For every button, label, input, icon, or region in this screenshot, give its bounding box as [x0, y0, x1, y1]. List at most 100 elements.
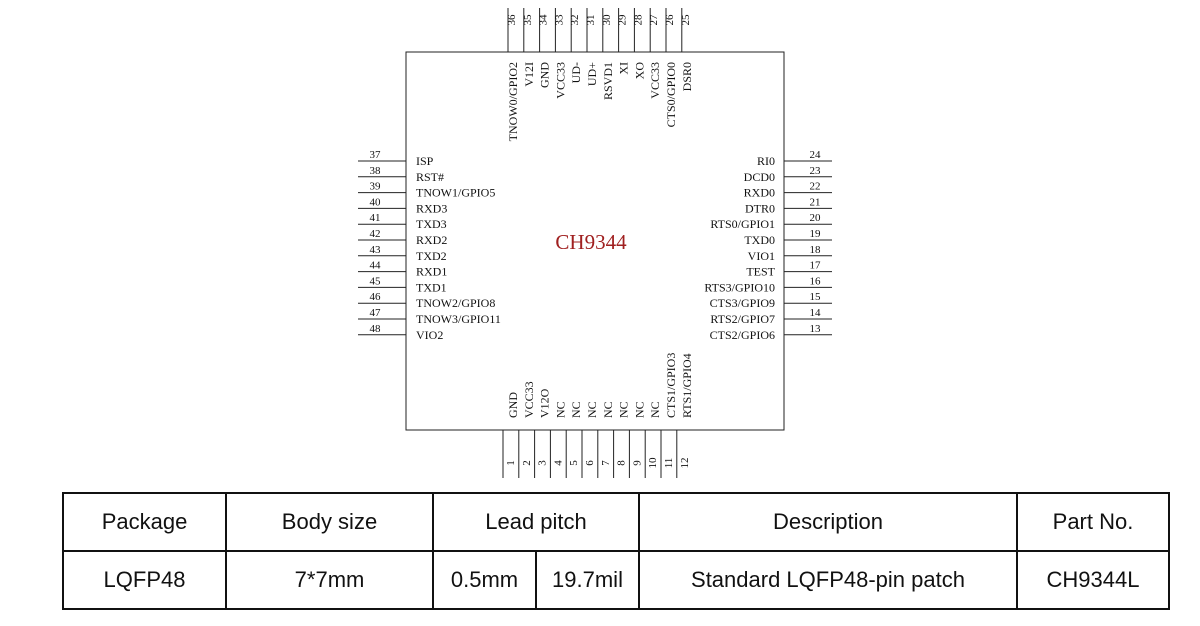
pin-label: VCC33	[553, 62, 567, 99]
pin-label: V12I	[522, 62, 536, 87]
pin-label: XI	[617, 62, 631, 75]
pin-number: 19	[810, 228, 822, 240]
pin-label: TNOW0/GPIO2	[506, 62, 520, 141]
pin-label: RTS2/GPIO7	[710, 312, 775, 326]
pin-number: 8	[616, 460, 628, 466]
pin-label: CTS2/GPIO6	[710, 328, 775, 342]
pin-number: 30	[601, 14, 613, 26]
pin-label: NC	[553, 401, 567, 418]
pin-label: CTS3/GPIO9	[710, 296, 775, 310]
pin-number: 29	[617, 14, 629, 26]
pin-number: 18	[810, 244, 822, 256]
pin-label: TNOW2/GPIO8	[416, 296, 495, 310]
pin-label: RXD3	[416, 201, 447, 215]
pin-number: 43	[370, 244, 382, 256]
pin-number: 32	[569, 15, 581, 26]
pin-label: UD-	[569, 62, 583, 83]
pin-label: VCC33	[522, 381, 536, 418]
pin-label: XO	[632, 62, 646, 80]
pin-number: 12	[679, 458, 691, 469]
pin-number: 20	[810, 212, 822, 224]
pin-number: 39	[370, 181, 382, 193]
pin-number: 36	[506, 14, 518, 26]
pin-label: NC	[585, 401, 599, 418]
pin-number: 2	[521, 460, 533, 466]
pin-number: 13	[810, 323, 822, 335]
pin-label: NC	[569, 401, 583, 418]
pin-label: DCD0	[744, 170, 775, 184]
header-lead-pitch: Lead pitch	[432, 492, 640, 552]
pin-label: GND	[506, 392, 520, 418]
pin-number: 24	[810, 149, 822, 161]
cell-body-size: 7*7mm	[225, 550, 434, 610]
pin-label: VIO2	[416, 328, 443, 342]
pin-number: 4	[552, 460, 564, 466]
table-row: LQFP48 7*7mm 0.5mm 19.7mil Standard LQFP…	[62, 550, 1170, 610]
pin-label: TEST	[746, 265, 775, 279]
pin-label: VCC33	[648, 62, 662, 99]
pin-number: 38	[370, 165, 382, 177]
pin-number: 10	[647, 457, 659, 469]
pin-number: 40	[370, 196, 382, 208]
pin-label: DTR0	[745, 201, 775, 215]
pin-label: ISP	[416, 154, 434, 168]
pin-number: 31	[585, 15, 597, 26]
pin-label: RTS1/GPIO4	[680, 353, 694, 418]
pin-label: TXD1	[416, 280, 447, 294]
pin-number: 34	[538, 14, 550, 26]
pin-number: 45	[370, 275, 382, 287]
pin-label: TNOW3/GPIO11	[416, 312, 501, 326]
pin-label: TXD0	[744, 233, 775, 247]
pin-number: 27	[648, 14, 660, 26]
pin-number: 3	[537, 460, 549, 466]
pin-number: 28	[632, 14, 644, 26]
pin-label: DSR0	[680, 62, 694, 91]
pin-label: GND	[538, 62, 552, 88]
pin-label: TXD2	[416, 249, 447, 263]
pin-label: TNOW1/GPIO5	[416, 186, 495, 200]
pin-number: 46	[370, 291, 382, 303]
pin-label: NC	[617, 401, 631, 418]
pin-label: TXD3	[416, 217, 447, 231]
cell-lead-pitch-mm: 0.5mm	[432, 550, 537, 610]
pin-number: 26	[664, 14, 676, 26]
pin-number: 11	[663, 458, 675, 469]
pin-number: 42	[370, 228, 381, 240]
pin-label: NC	[632, 401, 646, 418]
pin-label: RI0	[757, 154, 775, 168]
chip-name: CH9344	[555, 230, 627, 254]
pin-label: RTS0/GPIO1	[710, 217, 775, 231]
pin-label: RXD1	[416, 265, 447, 279]
pin-number: 37	[370, 149, 382, 161]
pin-number: 1	[505, 460, 517, 466]
pin-label: RXD2	[416, 233, 447, 247]
header-part-no: Part No.	[1016, 492, 1170, 552]
pin-label: V12O	[538, 388, 552, 418]
pin-label: NC	[648, 401, 662, 418]
pin-label: CTS1/GPIO3	[664, 353, 678, 418]
pin-number: 21	[810, 196, 821, 208]
pin-number: 47	[370, 307, 382, 319]
cell-description: Standard LQFP48-pin patch	[638, 550, 1018, 610]
pin-number: 15	[810, 291, 822, 303]
pin-number: 41	[370, 212, 381, 224]
pin-number: 22	[810, 181, 821, 193]
package-table: Package Body size Lead pitch Description…	[62, 492, 1170, 610]
cell-package: LQFP48	[62, 550, 227, 610]
pin-number: 5	[568, 460, 580, 466]
cell-part-no: CH9344L	[1016, 550, 1170, 610]
pin-label: NC	[601, 401, 615, 418]
header-body-size: Body size	[225, 492, 434, 552]
pin-number: 33	[553, 14, 565, 26]
pin-label: CTS0/GPIO0	[664, 62, 678, 127]
pin-number: 44	[370, 260, 382, 272]
pin-number: 35	[522, 14, 534, 26]
pin-number: 9	[631, 460, 643, 466]
pin-number: 7	[600, 460, 612, 466]
pin-label: RSVD1	[601, 62, 615, 100]
table-header-row: Package Body size Lead pitch Description…	[62, 492, 1170, 552]
cell-lead-pitch-mil: 19.7mil	[535, 550, 640, 610]
header-package: Package	[62, 492, 227, 552]
